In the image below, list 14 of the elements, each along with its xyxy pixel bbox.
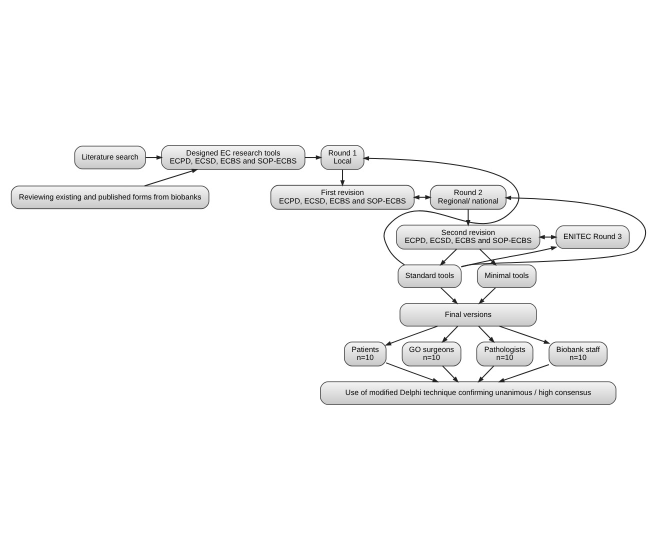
arrow [384,326,438,346]
arrow [478,326,495,343]
arrow [340,170,345,187]
arrow [442,326,458,343]
arrow [478,287,496,304]
arrow [386,362,439,382]
arrow [499,326,550,344]
arrow [440,287,458,304]
arrow [440,248,457,266]
arrow [304,155,322,160]
arrow [144,168,198,186]
arrow [478,366,494,383]
arrow [146,155,163,160]
arrow [442,366,459,383]
